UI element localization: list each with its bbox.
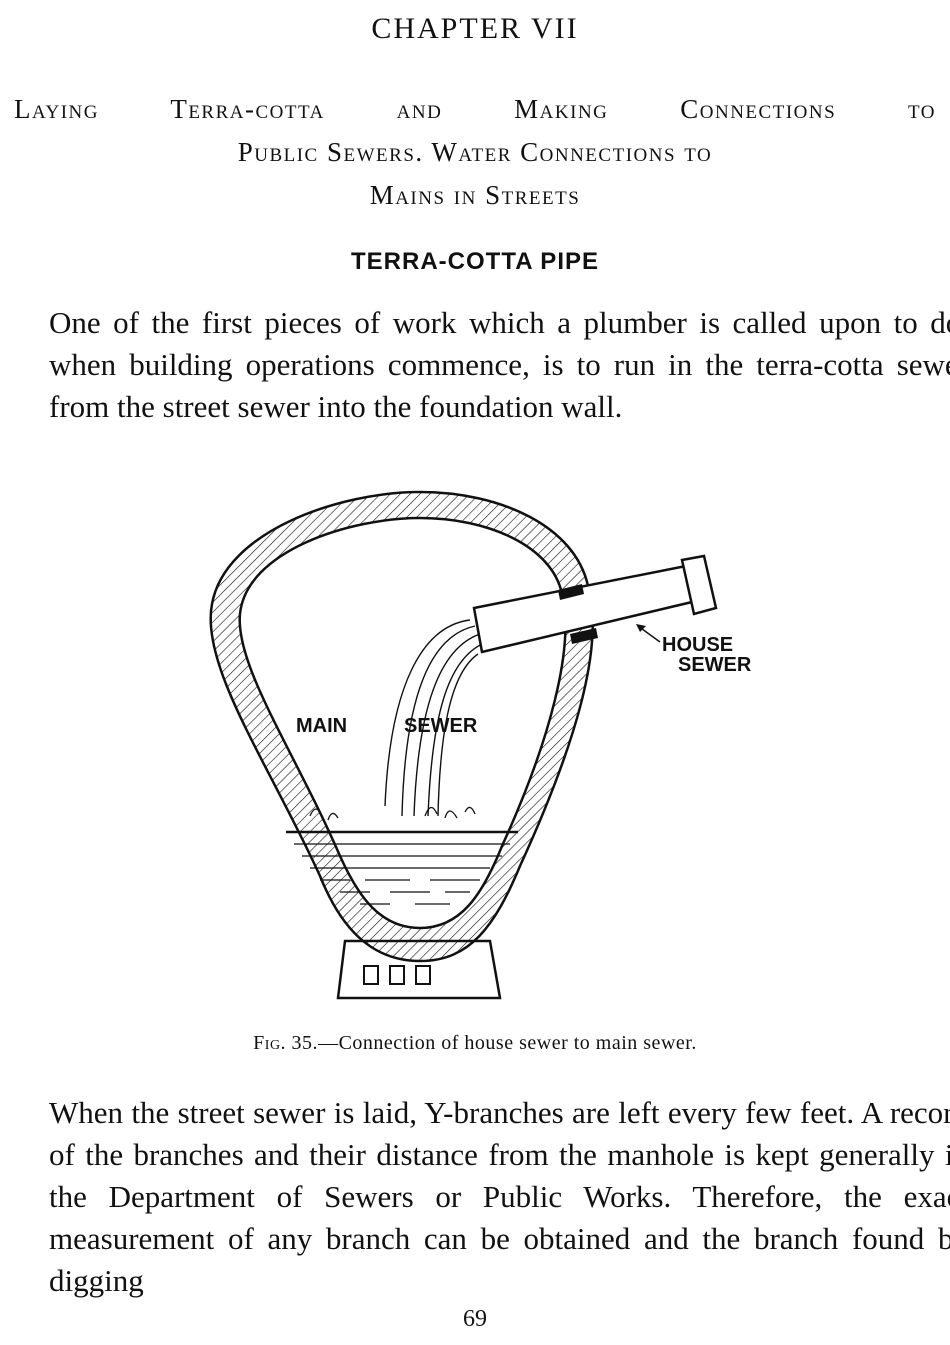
figure-caption-text: —Connection of house sewer to main sewer… [318, 1032, 697, 1054]
chapter-subtitle-line-2: Public Sewers. Water Connections to [237, 137, 713, 167]
figure-caption-number: Fig. 35. [253, 1032, 319, 1054]
section-heading: TERRA-COTTA PIPE [351, 248, 599, 275]
main-sewer-wall [209, 490, 594, 963]
label-main: MAIN [296, 715, 347, 737]
chapter-title: CHAPTER VII [371, 12, 579, 45]
page-number: 69 [463, 1306, 487, 1332]
sewer-connection-figure: HOUSE SEWER MAIN SEWER [209, 490, 752, 1000]
chapter-subtitle: Laying Terra-cotta and Making Connection… [14, 88, 936, 217]
label-house-sewer: SEWER [678, 654, 752, 676]
label-house: HOUSE [662, 634, 733, 656]
house-sewer-pipe [472, 554, 718, 654]
figure-caption: Fig. 35.—Connection of house sewer to ma… [0, 1032, 950, 1055]
paragraph-2: When the street sewer is laid, Y-branche… [49, 1095, 950, 1298]
label-sewer: SEWER [404, 715, 478, 737]
paragraph-1: One of the first pieces of work which a … [49, 305, 950, 424]
chapter-subtitle-line-3: Mains in Streets [369, 180, 581, 210]
chapter-subtitle-line-1: Laying Terra-cotta and Making Connection… [14, 94, 936, 124]
